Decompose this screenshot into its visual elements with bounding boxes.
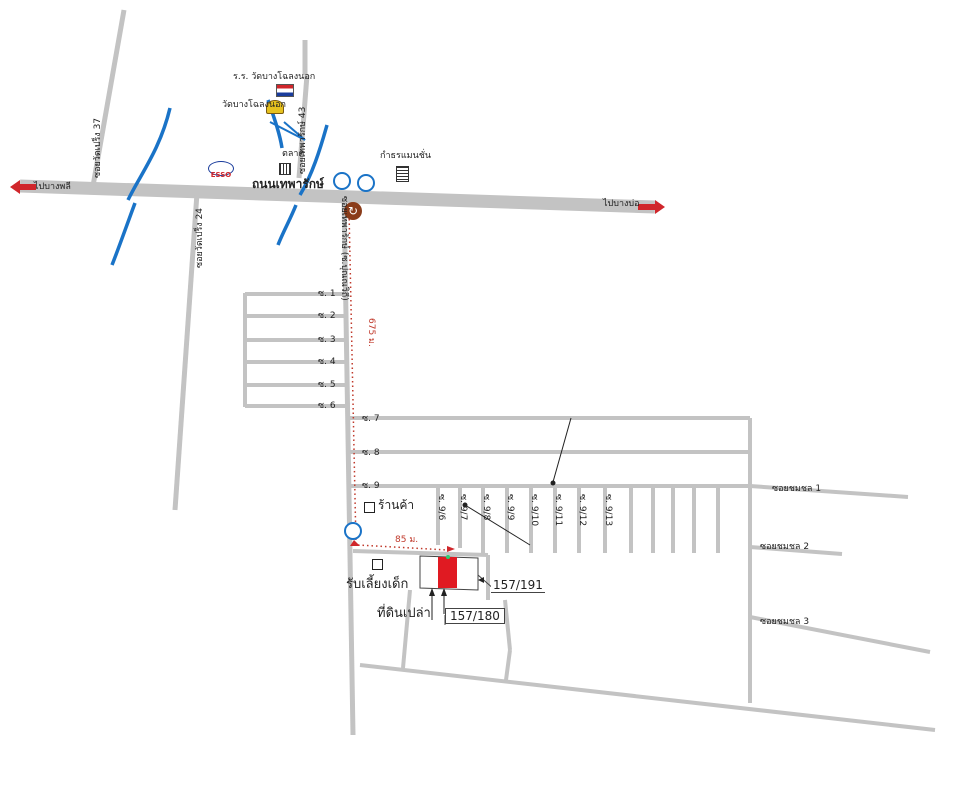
target-plot-number: 157/191 <box>491 578 545 593</box>
soi-9-10-label: ซ. 9/10 <box>529 494 539 527</box>
right-grid-sois <box>349 416 931 703</box>
main-road <box>19 179 656 214</box>
soi-9-13-label: ซ. 9/13 <box>603 494 613 527</box>
soi-6-label: ซ. 6 <box>318 401 336 411</box>
soi-9-12-label: ซ. 9/12 <box>577 494 587 527</box>
soi-main-vertical-label: ซอยเทพารักษ์ (ซ.ปุณณวิถี) <box>339 196 349 301</box>
leader-dot <box>462 502 468 508</box>
distance-dots <box>348 209 449 551</box>
soi-left-top-label: ซอยวัดเปร็ง 37 <box>93 117 103 178</box>
arrow-left-icon <box>10 180 36 194</box>
vacant-land-label: ที่ดินเปล่า <box>377 606 431 621</box>
vacant-plot-number: 157/180 <box>445 608 505 624</box>
target-plot-marker <box>446 555 450 559</box>
building-icon <box>396 166 409 182</box>
soi-9-branches <box>436 486 720 553</box>
nursery-label: รับเลี้ยงเด็ก <box>346 577 409 592</box>
nursery-icon <box>372 559 383 570</box>
arrow-right-icon <box>638 200 665 214</box>
soi-7-label: ซ. 7 <box>362 414 380 424</box>
soi-9-7-label: ซ. 9/7 <box>458 494 468 521</box>
soi-9-label: ซ. 9 <box>362 481 380 491</box>
to-bangphli-label: ไปบางพลี <box>34 182 71 192</box>
pointer-arrow-icon <box>441 588 447 596</box>
market-label: ตลาด <box>282 149 305 159</box>
soi-3-label: ซ. 3 <box>318 335 336 345</box>
target-plot[interactable] <box>438 557 457 588</box>
soi-8-label: ซ. 8 <box>362 448 380 458</box>
soi-left-roads <box>90 9 310 511</box>
soi-chonprathan-2-label: ซอยชมชล 2 <box>760 542 810 552</box>
temple-label: วัดบางโฉลงนอก <box>222 100 286 110</box>
soi-chonprathan-3-label: ซอยชมชล 3 <box>760 617 810 627</box>
esso-logo: ESSO <box>208 161 234 179</box>
traffic-signal-icon <box>357 174 375 192</box>
shop-icon <box>364 502 375 513</box>
pointer-arrow-icon <box>429 588 435 596</box>
esso-text: ESSO <box>210 171 232 179</box>
main-road-label: ถนนเทพารักษ์ <box>252 177 324 191</box>
traffic-signal-icon <box>333 172 351 190</box>
building-label: กำธรแมนชั่น <box>380 151 431 161</box>
distance-85-label: 85 ม. <box>395 535 419 545</box>
soi-9-6-label: ซ. 9/6 <box>436 494 446 521</box>
soi-upper-label: ซอยเทพารักษ์ 43 <box>298 106 308 174</box>
market-icon <box>279 163 291 175</box>
shop-label: ร้านค้า <box>378 498 415 512</box>
school-flag-icon <box>276 84 294 97</box>
left-grid-sois <box>243 292 347 408</box>
soi-4-label: ซ. 4 <box>318 357 336 367</box>
soi-9-9-label: ซ. 9/9 <box>505 494 515 521</box>
leader-lines <box>464 417 572 546</box>
soi-9-8-label: ซ. 9/8 <box>481 494 491 521</box>
soi-chonprathan-1-label: ซอยชมชล 1 <box>772 484 822 494</box>
school-label: ร.ร. วัดบางโฉลงนอก <box>233 72 316 82</box>
soi-2-label: ซ. 2 <box>318 311 336 321</box>
uturn-icon: ↻ <box>344 202 362 220</box>
soi-1-label: ซ. 1 <box>318 289 336 299</box>
distance-arrow-icon <box>350 540 360 546</box>
temple-icon <box>266 100 284 114</box>
to-bangbo-label: ไปบางบ่อ <box>603 199 640 209</box>
soi-5-label: ซ. 5 <box>318 380 336 390</box>
soi-left-bottom-label: ซอยวัดเปร็ง 24 <box>195 207 205 268</box>
distance-arrow-icon <box>447 546 455 552</box>
pointer-arrow-icon <box>478 577 484 583</box>
leader-dot <box>550 480 556 486</box>
traffic-signal-icon <box>344 522 362 540</box>
distance-675-label: 675 ม. <box>366 318 376 347</box>
soi-9-11-label: ซ. 9/11 <box>553 494 563 527</box>
lower-roads <box>352 549 936 732</box>
main-soi-road <box>341 195 356 736</box>
